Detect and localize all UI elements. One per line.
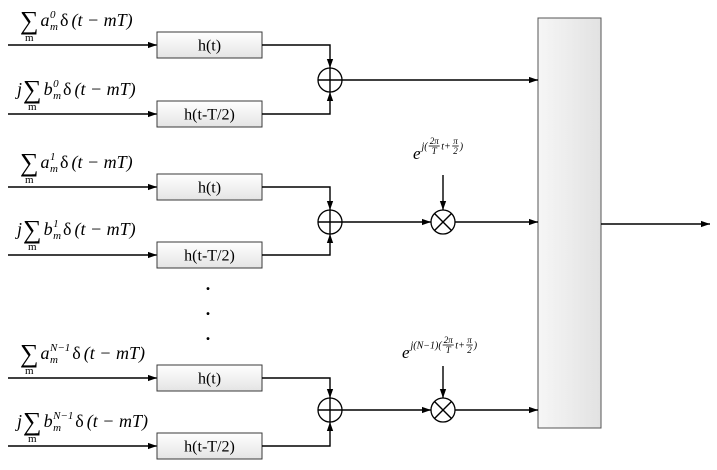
ellipsis-dot-1: . <box>206 274 211 294</box>
input-b0-symbol: b <box>44 79 53 99</box>
carrier-2-exponent-close: ) <box>473 341 478 352</box>
input-b1-argument: (t − mT) <box>75 219 136 240</box>
input-a1-argument: (t − mT) <box>72 152 133 173</box>
input-b2-prefix: j <box>15 411 22 431</box>
input-a1-delta: δ <box>60 152 68 172</box>
carrier-2-exponent-middle: t+ <box>455 341 465 352</box>
filter-a0: h(t) <box>157 32 262 58</box>
filter-b1: h(t-T/2) <box>157 242 262 268</box>
input-a2-sum-index: m <box>25 365 34 377</box>
adder-2 <box>318 398 342 422</box>
filter-b2-label: h(t-T/2) <box>184 439 235 456</box>
input-a0-sum-sign: ∑ <box>20 6 39 35</box>
adder-0 <box>318 68 342 92</box>
input-b2-delta: δ <box>75 411 83 431</box>
input-b0-sum-index: m <box>28 101 37 113</box>
carrier-1-exponent-open: j( <box>420 142 429 153</box>
input-a0-subscript: m <box>50 21 58 33</box>
input-a0-sum-index: m <box>25 32 34 44</box>
input-b0-superscript: 0 <box>53 78 59 90</box>
carrier-1-exponent-close: ) <box>459 142 464 153</box>
filter-a1-label: h(t) <box>198 180 221 197</box>
carrier-1-fraction-1-denominator: T <box>432 146 438 156</box>
input-b0-sum-sign: ∑ <box>23 75 42 104</box>
input-b2-argument: (t − mT) <box>87 411 148 432</box>
carrier-1-fraction-2-denominator: 2 <box>453 146 458 156</box>
filter-b2-to-adder-2 <box>262 422 330 446</box>
input-b2-symbol: b <box>44 411 53 431</box>
input-a2-argument: (t − mT) <box>84 343 145 364</box>
input-b1-superscript: 1 <box>53 218 59 230</box>
input-b2-subscript: m <box>53 422 61 434</box>
input-label-a2: ∑ m a N−1 m δ (t − mT) <box>20 339 145 377</box>
input-a1-sum-index: m <box>25 174 34 186</box>
carrier-1-fraction-2-numerator: π <box>453 136 458 146</box>
input-b1-subscript: m <box>53 230 61 242</box>
input-a1-sum-sign: ∑ <box>20 148 39 177</box>
input-b0-subscript: m <box>53 90 61 102</box>
input-b2-sum-index: m <box>28 433 37 445</box>
input-b1-sum-index: m <box>28 241 37 253</box>
input-b0-delta: δ <box>63 79 71 99</box>
carrier-1-fraction-1-numerator: 2π <box>430 136 440 146</box>
ellipsis-dot-3: . <box>206 324 211 344</box>
input-a1-symbol: a <box>41 152 50 172</box>
input-b1-symbol: b <box>44 219 53 239</box>
filter-a1: h(t) <box>157 174 262 200</box>
input-a2-sum-sign: ∑ <box>20 339 39 368</box>
filter-a0-to-adder-0 <box>262 45 330 68</box>
carrier-label-2: e j(N−1)( 2π T t+ π 2 ) <box>402 335 478 362</box>
input-a2-superscript: N−1 <box>49 342 70 354</box>
input-b1-prefix: j <box>15 219 22 239</box>
input-a1-superscript: 1 <box>50 151 56 163</box>
multiplier-1 <box>431 210 455 234</box>
input-b0-argument: (t − mT) <box>75 79 136 100</box>
input-b2-sum-sign: ∑ <box>23 407 42 436</box>
input-label-b2: j ∑ m b N−1 m δ (t − mT) <box>15 407 148 445</box>
carrier-2-fraction-2-denominator: 2 <box>467 345 472 355</box>
carrier-1-exponent-middle: t+ <box>441 142 451 153</box>
adder-1 <box>318 210 342 234</box>
input-a0-superscript: 0 <box>50 9 56 21</box>
filter-a2: h(t) <box>157 365 262 391</box>
input-a2-symbol: a <box>41 343 50 363</box>
carrier-1-base: e <box>413 144 421 163</box>
filter-a2-to-adder-2 <box>262 378 330 398</box>
ellipsis-dot-2: . <box>206 299 211 319</box>
filter-b0-label: h(t-T/2) <box>184 107 235 124</box>
input-a1-subscript: m <box>50 163 58 175</box>
input-a0-symbol: a <box>41 10 50 30</box>
input-b1-sum-sign: ∑ <box>23 215 42 244</box>
carrier-2-fraction-2-numerator: π <box>467 335 472 345</box>
carrier-2-fraction-1-denominator: T <box>446 345 452 355</box>
input-label-b1: j ∑ m b 1 m δ (t − mT) <box>15 215 136 253</box>
filter-a0-label: h(t) <box>198 38 221 55</box>
filter-b2: h(t-T/2) <box>157 433 262 459</box>
filter-b0-to-adder-0 <box>262 92 330 114</box>
filter-b0: h(t-T/2) <box>157 101 262 127</box>
input-label-a0: ∑ m a 0 m δ (t − mT) <box>20 6 133 44</box>
filter-b1-label: h(t-T/2) <box>184 248 235 265</box>
input-b2-superscript: N−1 <box>52 410 73 422</box>
input-b1-delta: δ <box>63 219 71 239</box>
input-a2-delta: δ <box>72 343 80 363</box>
filter-a2-label: h(t) <box>198 371 221 388</box>
input-label-a1: ∑ m a 1 m δ (t − mT) <box>20 148 133 186</box>
input-a0-argument: (t − mT) <box>72 10 133 31</box>
filter-a1-to-adder-1 <box>262 187 330 210</box>
carrier-2-fraction-1-numerator: 2π <box>444 335 454 345</box>
carrier-2-exponent-open: j(N−1)( <box>409 341 443 352</box>
combiner-block <box>538 18 601 428</box>
input-a2-subscript: m <box>50 354 58 366</box>
filter-b1-to-adder-1 <box>262 234 330 255</box>
multiplier-2 <box>431 398 455 422</box>
input-a0-delta: δ <box>60 10 68 30</box>
carrier-label-1: e j( 2π T t+ π 2 ) <box>413 136 464 163</box>
input-label-b0: j ∑ m b 0 m δ (t − mT) <box>15 75 136 113</box>
carrier-2-base: e <box>402 343 410 362</box>
input-b0-prefix: j <box>15 79 22 99</box>
